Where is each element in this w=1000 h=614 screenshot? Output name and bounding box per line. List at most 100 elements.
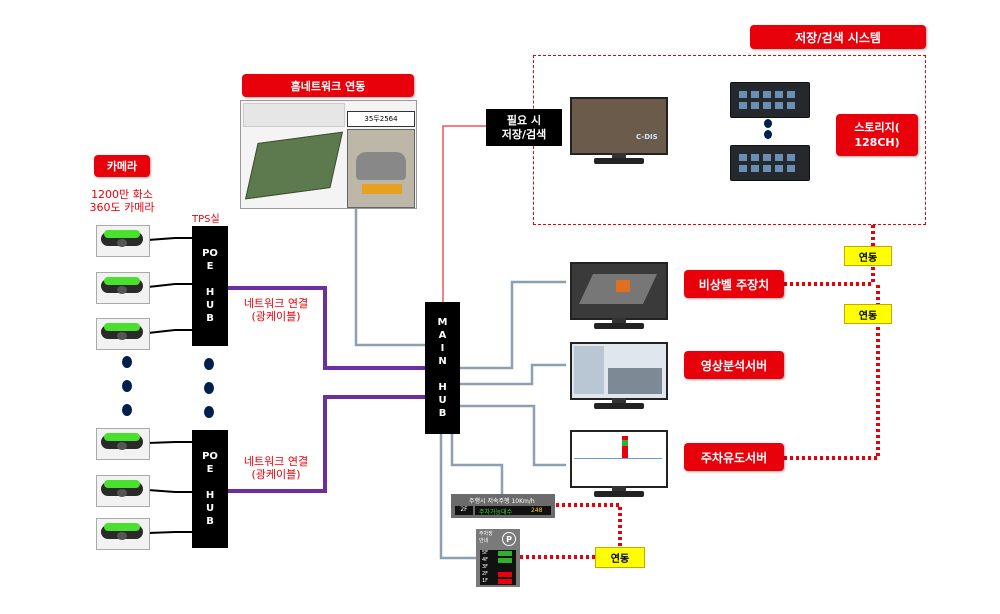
ellipsis-dot [764,119,772,128]
hub-label-line: U [205,503,215,514]
car-shape [356,152,406,180]
3d-map-highlight [616,280,630,292]
led-top-text: 주행시 저속주행 10Km/h [469,498,535,505]
chart-bar-red [622,436,628,458]
storage-label-line1: 스토리지( [854,121,900,134]
video-analysis-feed [608,368,662,394]
ellipsis-dot [204,406,214,418]
fiber-link-upper [228,286,425,370]
camera-icon [96,225,150,257]
link-label-line2: (광케이블) [251,310,301,323]
parking-guidance-screen [570,430,668,488]
camera-icon [96,272,150,304]
ellipsis-dot [204,358,214,370]
storage-label-line2: 128CH) [854,136,900,149]
camera-link-2 [147,283,192,288]
hub-label-line: B [206,313,214,324]
link-label-line1: 네트워크 연결 [243,455,309,468]
led-avail-count: 248 [531,507,543,514]
hub-label-line: PO [202,248,218,259]
guide-title-line2: 안내 [479,538,489,544]
led-floor: 2F [455,506,473,515]
guide-status-bar [498,572,512,577]
guide-status-bar [498,558,512,563]
camera-spec: 1200만 화소 360도 카메라 [68,188,176,214]
monitor-logo: C-DIS [636,133,658,141]
lan-link-3d-map [460,280,566,370]
guide-floor-list: 5F 4F 3F 2F 1F [480,550,516,585]
interlock-parking-guidance [784,285,880,460]
hub-label-line: U [438,395,447,406]
search-monitor-screen: C-DIS [570,97,668,155]
led-avail-label: 주차가능대수 [479,509,513,516]
storage-request-link [442,125,486,302]
lan-links [354,205,566,560]
link-label-line2: (광케이블) [251,468,301,481]
camera-icon [96,428,150,460]
car-photo [347,129,415,208]
home-network-title: 홈네트워크 연동 [242,74,414,97]
storage-callout-line2: 저장/검색 [501,127,547,141]
poe-hub-lower: PO E H U B [192,430,228,548]
camera-icon [96,518,150,550]
lan-link-guide-panel [439,434,476,560]
hub-label-line: PO [202,451,218,462]
ellipsis-dot [122,404,132,416]
video-analysis-screen [570,342,668,400]
guide-status-bar [498,579,512,584]
camera-icon [96,475,150,507]
parking-guidance-label: 주차유도서버 [684,443,784,471]
parking-guide-panel: 주차장 안내 P 5F 4F 3F 2F 1F [476,529,520,587]
form-panel [243,103,345,127]
storage-server-icon [730,82,810,118]
camera-link-6 [147,531,192,534]
guide-floor: 2F [482,571,489,577]
camera-link-5 [147,489,192,493]
camera-link-3 [147,329,192,334]
ellipsis-dot [122,356,132,368]
fiber-link-label-lower: 네트워크 연결 (광케이블) [234,455,318,481]
tps-label: TPS실 [192,214,220,225]
guide-floor: 4F [482,557,489,563]
guide-floor: 5F [482,550,489,556]
main-hub: M A I N H U B [425,302,460,434]
guide-floor: 3F [482,564,489,570]
lan-link-video-analysis [460,363,566,386]
fiber-link-label-upper: 네트워크 연결 (광케이블) [234,297,318,323]
camera-icon [96,318,150,350]
interlock-label-3: 연동 [595,547,645,568]
storage-server-icon [730,145,810,181]
floor-map-image [245,131,343,200]
chart-bar-green [622,440,628,446]
guide-title: 주차장 안내 [479,531,493,545]
camera-spec-line1: 1200만 화소 [91,188,153,201]
storage-system-title: 저장/검색 시스템 [750,25,926,49]
emergency-bell-label: 비상벨 주장치 [684,270,784,298]
storage-callout-line1: 필요 시 [506,113,542,127]
interlock-label-1: 연동 [844,246,892,266]
led-panel: 주차가능대수 248 [475,506,551,516]
hub-label-line: U [205,300,215,311]
hub-label-line: A [438,330,447,341]
hub-label-line: E [206,261,214,272]
hub-label-line: E [206,464,214,475]
3d-map-screen [570,262,668,320]
camera-link-1 [147,237,192,241]
lan-link-home-network [354,205,425,347]
camera-links [147,237,192,534]
video-analysis-label: 영상분석서버 [684,351,784,379]
storage-label: 스토리지( 128CH) [836,114,918,156]
interlock-links [520,225,880,559]
fiber-link-lower [228,395,425,493]
poe-hub-upper: PO E H U B [192,226,228,346]
ellipsis-dot [764,130,772,139]
hub-label-line: H [205,287,215,298]
storage-callout: 필요 시 저장/검색 [486,109,562,146]
lan-link-parking-guidance [460,404,566,467]
camera-title: 카메라 [94,155,150,177]
home-network-screenshot: 35두2564 [240,100,417,209]
lan-link-led-sign [450,434,504,494]
guide-floor: 1F [482,578,489,584]
